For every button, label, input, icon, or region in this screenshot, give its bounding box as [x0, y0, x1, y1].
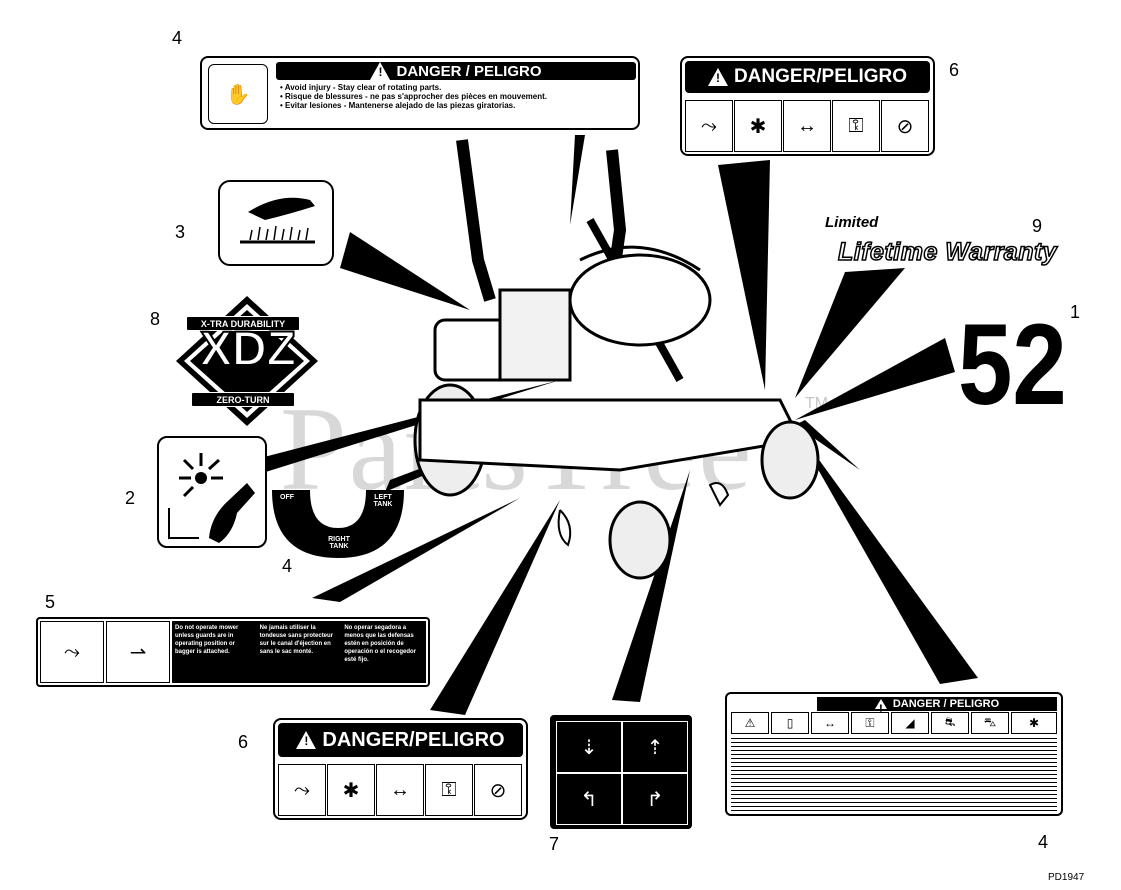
callout-2: 2 — [125, 488, 136, 508]
bystander-icon: ↔ — [811, 712, 849, 734]
warning-icon — [296, 731, 317, 749]
pointer-wedge — [795, 420, 860, 470]
hand-rotating-icon: ✋ — [208, 64, 268, 124]
decal-danger-top: DANGER/PELIGRO ⤳ ✱ ↔ ⚿ ⊘ — [680, 56, 935, 156]
deck-size-decal: 52 — [958, 301, 1067, 429]
tank-right-label: RIGHT TANK — [328, 536, 350, 550]
discharge-chute-icon: ⇀ — [106, 621, 170, 683]
no-riders-icon: ⊘ — [474, 764, 522, 816]
pointer-wedge — [612, 470, 690, 702]
key-icon: ⚿ — [851, 712, 889, 734]
fine-print-block — [731, 738, 1057, 812]
pointer-wedge — [430, 500, 560, 715]
warning-icon — [707, 68, 728, 86]
runover-icon: ⤳ — [685, 100, 733, 152]
decal-danger-bottom: DANGER/PELIGRO ⤳ ✱ ↔ ⚿ ⊘ — [273, 718, 528, 820]
turn-left-icon: ↰ — [556, 773, 622, 825]
guards-text-panel: Do not operate mower unless guards are i… — [172, 621, 426, 683]
pointer-wedge — [795, 338, 955, 420]
callout-7: 7 — [549, 834, 560, 854]
callout-9: 9 — [1032, 216, 1043, 236]
mower-front-wheel — [608, 500, 672, 580]
decal-header: DANGER / PELIGRO — [817, 697, 1057, 716]
decal-header: DANGER/PELIGRO — [278, 723, 523, 757]
decal-header: DANGER/PELIGRO — [685, 61, 930, 93]
mower-part — [708, 482, 730, 507]
guards-text-fr: Ne jamais utiliser la tondeuse sans prot… — [259, 625, 334, 655]
callout-4-mid: 4 — [282, 556, 293, 576]
tank-off-label: OFF — [280, 494, 294, 501]
mower-engine — [498, 288, 572, 382]
pointer-wedge — [795, 268, 905, 398]
key-remove-icon: ⚿ — [425, 764, 473, 816]
decal-text: • Avoid injury - Stay clear of rotating … — [280, 83, 548, 110]
mower-deck — [418, 398, 803, 472]
mower-handle — [456, 139, 496, 302]
pointer-wedge — [718, 160, 770, 390]
decal-header: DANGER / PELIGRO — [276, 62, 636, 80]
decal-danger-large: DANGER / PELIGRO ⚠ ▯ ↔ ⚿ ◢ ⛐ ⛍ ✱ — [725, 692, 1063, 816]
pointer-wedge — [790, 420, 978, 684]
bystander-distance-icon: ↔ — [783, 100, 831, 152]
pointer-wedge — [312, 498, 520, 602]
callout-5: 5 — [45, 592, 56, 612]
warning-icon — [874, 699, 887, 716]
guards-text-en: Do not operate mower unless guards are i… — [175, 625, 239, 655]
warranty-limited: Limited — [825, 214, 879, 231]
warning-triangle-icon: ⚠ — [731, 712, 769, 734]
mower-seat-back — [579, 245, 701, 272]
mower-front-wheel — [760, 420, 820, 500]
callout-6-top: 6 — [949, 60, 960, 80]
decal-guards: ⤳ ⇀ Do not operate mower unless guards a… — [36, 617, 430, 687]
thrown-object-icon: ✱ — [327, 764, 375, 816]
diagram-code: PD1947 — [1048, 872, 1085, 883]
hand-hot-surface-icon — [240, 197, 315, 244]
xdz-logo-text: XDZ — [199, 322, 297, 377]
thrown-object-icon: ✱ — [734, 100, 782, 152]
decal-thrown-objects — [157, 436, 267, 548]
runover-icon: ⤳ — [40, 621, 104, 683]
neutral-forward-icon: ⇡ — [622, 721, 688, 773]
warranty-text: Lifetime Warranty — [837, 237, 1058, 267]
xdz-bottom-label: ZERO-TURN — [191, 392, 295, 407]
no-riders-icon: ⊘ — [881, 100, 929, 152]
tank-left-label: LEFT TANK — [373, 494, 393, 508]
neutral-reverse-icon: ⇣ — [556, 721, 622, 773]
bystander-distance-icon: ↔ — [376, 764, 424, 816]
slope-icon: ◢ — [891, 712, 929, 734]
callout-4-bottom: 4 — [1038, 832, 1049, 852]
callout-3: 3 — [175, 222, 186, 242]
callout-6-bottom: 6 — [238, 732, 249, 752]
fuel-tank-selector-decal — [272, 490, 404, 558]
xdz-top-label: X-TRA DURABILITY — [186, 316, 300, 331]
guards-text-es: No operar segadora a menos que las defen… — [344, 625, 417, 663]
mower-seat — [568, 253, 712, 347]
rider-icon: ⛐ — [931, 712, 969, 734]
decal-rotating-parts: ✋ DANGER / PELIGRO • Avoid injury - Stay… — [200, 56, 640, 130]
runover-icon: ⤳ — [278, 764, 326, 816]
pointer-wedge — [570, 135, 585, 225]
warning-icon — [370, 62, 391, 80]
mower-part — [557, 509, 572, 547]
key-remove-icon: ⚿ — [832, 100, 880, 152]
callout-1: 1 — [1070, 302, 1081, 322]
turn-right-icon: ↱ — [622, 773, 688, 825]
callout-8: 8 — [150, 309, 161, 329]
manual-icon: ▯ — [771, 712, 809, 734]
decal-hot-surface — [218, 180, 334, 266]
callout-4-top: 4 — [172, 28, 183, 48]
pointer-wedge — [340, 232, 470, 310]
thrown-objects-hand-icon — [168, 453, 255, 543]
tipover-icon: ⛍ — [971, 712, 1009, 734]
thrown-debris-icon: ✱ — [1011, 712, 1057, 734]
decal-steering-controls: ⇣ ⇡ ↰ ↱ — [550, 715, 692, 829]
